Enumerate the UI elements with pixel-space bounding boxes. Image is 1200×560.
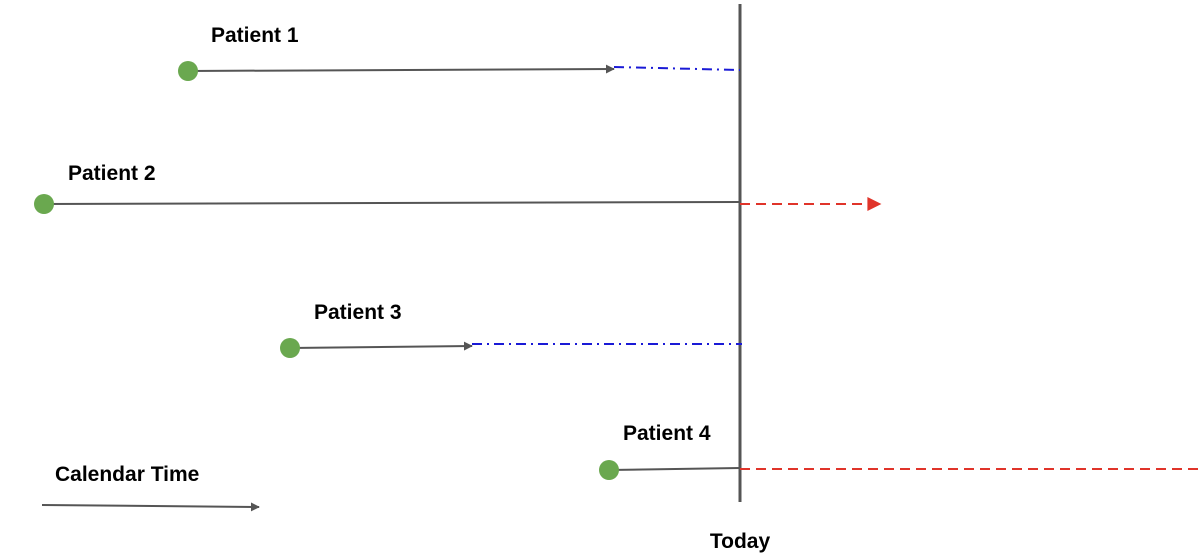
patient-2-row: Patient 2 <box>34 162 882 214</box>
patient-2-observed-line <box>43 201 741 205</box>
patient-3-observed-line <box>289 341 473 351</box>
patient-3-row: Patient 3 <box>280 301 742 358</box>
calendar-time-legend: Calendar Time <box>41 463 260 512</box>
today-label: Today <box>710 530 771 553</box>
patient-3-label: Patient 3 <box>314 301 402 324</box>
patient-4-label: Patient 4 <box>623 422 711 445</box>
patient-1-dash-dot-line <box>613 66 741 71</box>
patient-1-observed-line <box>187 64 615 74</box>
patient-1-row: Patient 1 <box>178 24 741 81</box>
patient-4-row: Patient 4 <box>599 422 1200 480</box>
patient-4-start-point <box>599 460 619 480</box>
patient-1-start-point <box>178 61 198 81</box>
patient-2-label: Patient 2 <box>68 162 156 185</box>
patient-1-label: Patient 1 <box>211 24 299 47</box>
patient-3-start-point <box>280 338 300 358</box>
patient-2-start-point <box>34 194 54 214</box>
calendar-time-arrow <box>41 502 260 512</box>
patient-4-observed-line <box>608 467 741 471</box>
calendar-time-label: Calendar Time <box>55 463 199 486</box>
